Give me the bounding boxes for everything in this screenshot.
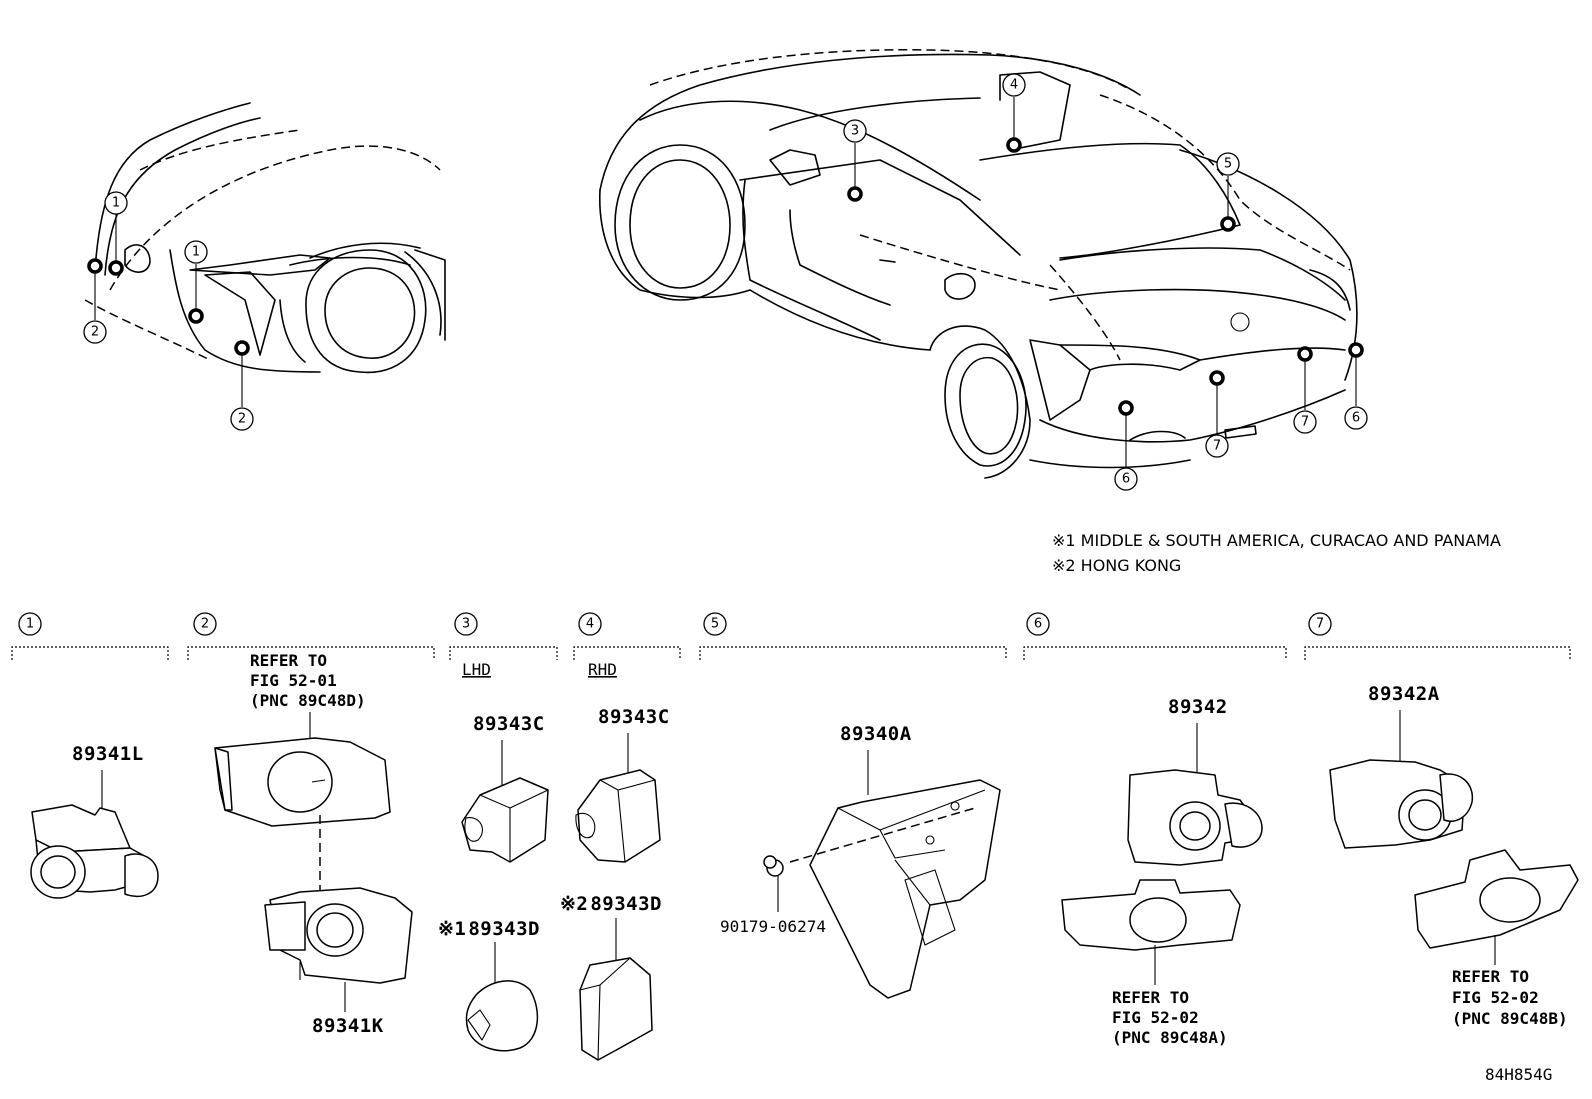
callout-1b: 1 xyxy=(192,245,200,260)
sensor-markers xyxy=(87,137,1364,416)
section-7-number: 7 xyxy=(1316,617,1324,632)
section-headers: 1 2 3 4 5 6 7 xyxy=(11,612,1571,660)
footnote-2: ※2 HONG KONG xyxy=(1052,556,1181,575)
rear-car-view xyxy=(599,49,1358,479)
callout-4: 4 xyxy=(1010,78,1018,93)
section-2-number: 2 xyxy=(201,617,209,632)
part-89342A-label: 89342A xyxy=(1368,683,1440,705)
callout-2a: 2 xyxy=(91,325,99,340)
part-89340A-label: 89340A xyxy=(840,723,912,745)
section-5: 89340A 90179-06274 xyxy=(720,723,1001,999)
callout-6b: 6 xyxy=(1122,472,1130,487)
section-7: 89342A REFER TO FIG 52-02 (PNC 89C48B) xyxy=(1329,683,1579,1028)
s6-ref-line-1: REFER TO xyxy=(1112,988,1189,1007)
s2-ref-line-2: FIG 52-01 xyxy=(250,671,337,690)
section-5-number: 5 xyxy=(711,617,719,632)
s7-ref-line-1: REFER TO xyxy=(1452,967,1529,986)
callout-1a: 1 xyxy=(112,196,120,211)
lhd-label: LHD xyxy=(462,660,491,679)
section-2: REFER TO FIG 52-01 (PNC 89C48D) 89341K xyxy=(214,651,413,1037)
s4-part-a-label: 89343C xyxy=(598,706,670,728)
rhd-label: RHD xyxy=(588,660,617,679)
section-6: 89342 REFER TO FIG 52-02 (PNC 89C48A) xyxy=(1061,696,1263,1047)
s2-ref-line-1: REFER TO xyxy=(250,651,327,670)
s7-ref-line-3: (PNC 89C48B) xyxy=(1452,1009,1568,1028)
s2-ref-line-3: (PNC 89C48D) xyxy=(250,691,366,710)
figure-code: 84H854G xyxy=(1485,1065,1552,1084)
s6-ref-line-3: (PNC 89C48A) xyxy=(1112,1028,1228,1047)
section-6-number: 6 xyxy=(1034,617,1042,632)
footnote-1: ※1 MIDDLE & SOUTH AMERICA, CURACAO AND P… xyxy=(1052,531,1501,550)
screw-part-label: 90179-06274 xyxy=(720,917,826,936)
s7-ref-line-2: FIG 52-02 xyxy=(1452,988,1539,1007)
s6-ref-line-2: FIG 52-02 xyxy=(1112,1008,1199,1027)
section-4-number: 4 xyxy=(586,617,594,632)
callout-2b: 2 xyxy=(238,412,246,427)
section-3-number: 3 xyxy=(462,617,470,632)
front-car-view xyxy=(84,102,446,374)
callout-6a: 6 xyxy=(1352,411,1360,426)
part-89341L-label: 89341L xyxy=(72,743,144,765)
section-1: 89341L xyxy=(30,743,159,899)
part-89341K-label: 89341K xyxy=(312,1015,384,1037)
s3-part-a-label: 89343C xyxy=(473,713,545,735)
callout-leaders xyxy=(94,97,1357,467)
section-1-number: 1 xyxy=(26,617,34,632)
callout-5: 5 xyxy=(1224,157,1232,172)
callout-3: 3 xyxy=(851,124,859,139)
callout-7b: 7 xyxy=(1213,439,1221,454)
callout-7a: 7 xyxy=(1301,415,1309,430)
callouts: 1 1 2 2 3 4 5 6 6 7 7 xyxy=(83,73,1368,491)
part-89342-label: 89342 xyxy=(1168,696,1228,718)
